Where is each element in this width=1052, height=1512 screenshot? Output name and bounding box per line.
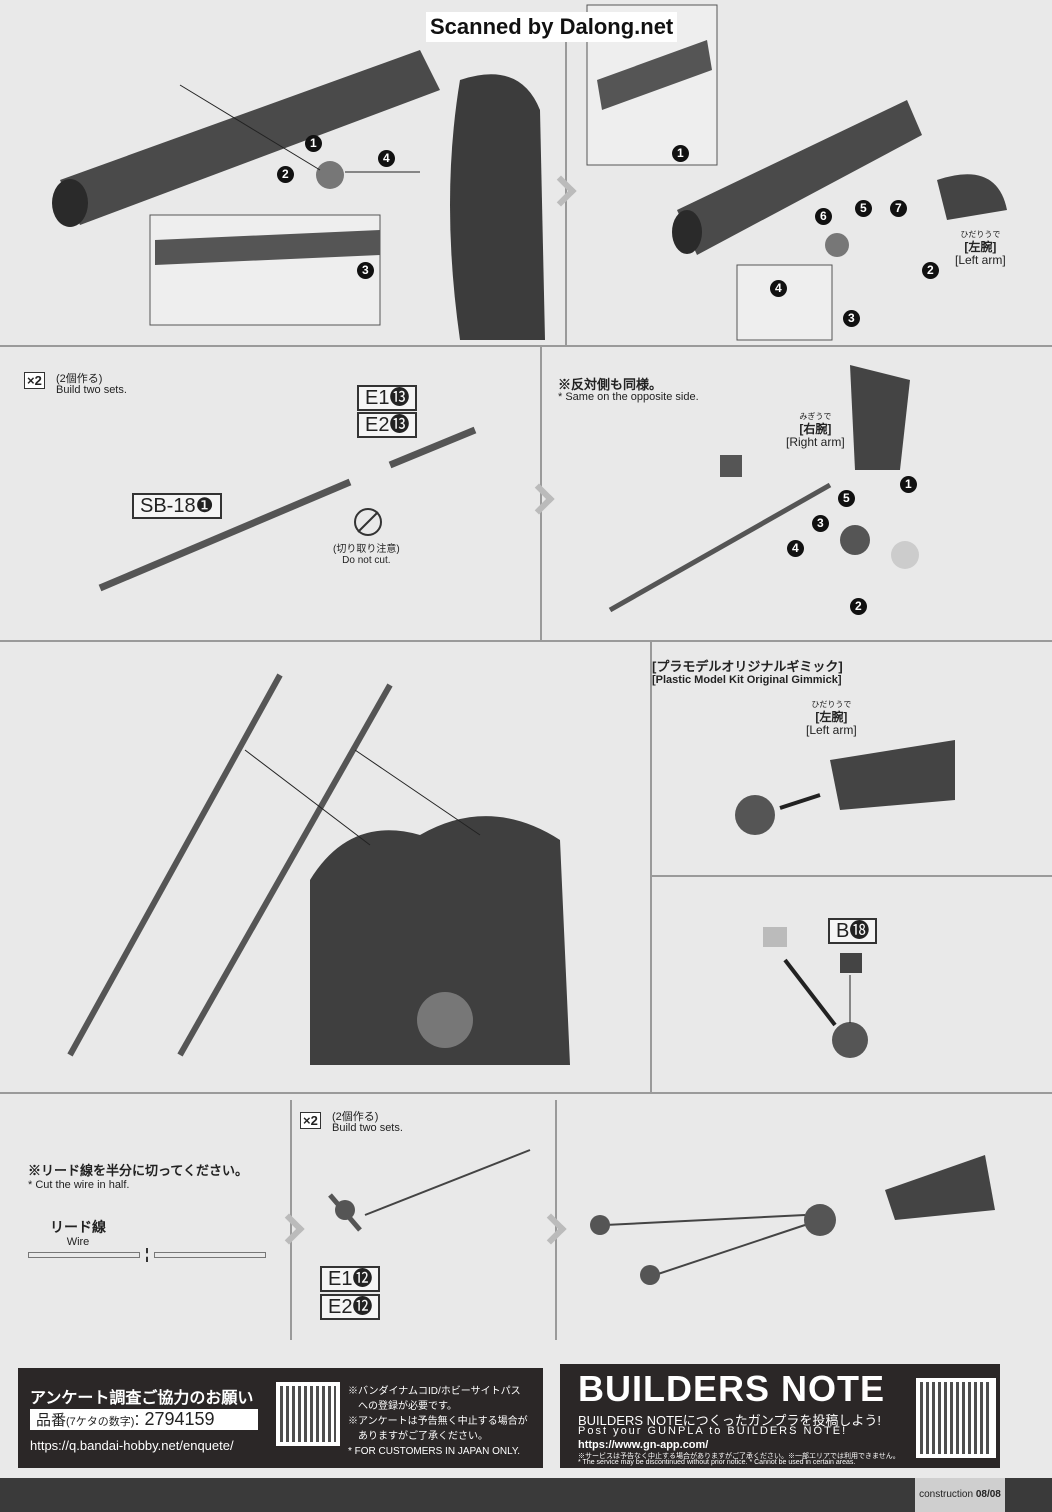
part-label: B⓲ [828, 918, 878, 944]
right-arm-label: みぎうで [右腕] [Right arm] [786, 412, 845, 449]
page-indicator: construction 08/08 [915, 1478, 1005, 1512]
builders-note-logo: BUILDERS NOTE [578, 1368, 886, 1409]
quantity-badge: ×2 [300, 1112, 321, 1129]
build-note-en: Build two sets. [56, 384, 127, 396]
bottom-band [1005, 1478, 1052, 1512]
bottom-band [0, 1478, 915, 1512]
divider [650, 640, 652, 1092]
divider [290, 1100, 292, 1340]
cut-wire-note-en: * Cut the wire in half. [28, 1179, 130, 1191]
wire-label: リード線 Wire [50, 1219, 106, 1249]
quantity-badge: ×2 [24, 372, 45, 389]
left-arm-bazooka-illustration [586, 4, 1007, 341]
build-note-en: Build two sets. [332, 1122, 403, 1134]
hand-swap-illustration [763, 927, 868, 1058]
divider [555, 1100, 557, 1340]
part-label: E2⓬ [320, 1294, 381, 1320]
builders-note-box: BUILDERS NOTE BUILDERS NOTEにつくったガンプラを投稿し… [560, 1364, 1000, 1468]
cut-wire-note-jp: ※リード線を半分に切ってください。 [28, 1163, 248, 1178]
part-label: E1⓭ [357, 385, 418, 411]
builders-note-url[interactable]: https://www.gn-app.com/ [578, 1439, 709, 1451]
bazooka-assembly-illustration [52, 50, 545, 341]
product-number-box: 品番(7ケタの数字): 2794159 [30, 1409, 258, 1430]
left-arm-label: ひだりうで [左腕] [Left arm] [806, 700, 857, 737]
divider [0, 640, 1052, 642]
builders-note-en: Post your GUNPLA to BUILDERS NOTE! [578, 1425, 848, 1437]
part-label: E1⓬ [320, 1266, 381, 1292]
same-side-note-jp: ※反対側も同様。 [558, 377, 663, 392]
survey-box: アンケート調査ご協力のお願い 品番(7ケタの数字): 2794159 https… [18, 1368, 543, 1468]
divider [650, 875, 1052, 877]
wire-half [28, 1252, 140, 1258]
builders-note-disclaimer-en: * The service may be discontinued withou… [578, 1459, 856, 1466]
build-note-jp: (2個作る) [332, 1111, 379, 1123]
rod-illustration [98, 426, 477, 592]
survey-url[interactable]: https://q.bandai-hobby.net/enquete/ [30, 1438, 234, 1453]
divider [540, 345, 542, 640]
divider [0, 1092, 1052, 1094]
connector-illustration [328, 1149, 531, 1232]
qr-code[interactable] [276, 1382, 340, 1446]
watermark: Scanned by Dalong.net [426, 12, 678, 42]
wire-connect-illustration [590, 1155, 995, 1285]
gimmick-title-jp: [プラモデルオリジナルギミック] [652, 659, 843, 674]
next-arrow-icon [273, 1213, 305, 1245]
survey-title: アンケート調査ご協力のお願い [30, 1390, 254, 1407]
wire-half [154, 1252, 266, 1258]
next-arrow-icon [523, 483, 555, 515]
qr-code[interactable] [916, 1378, 996, 1458]
left-arm-label: ひだりうで [左腕] [Left arm] [955, 230, 1006, 267]
builders-note-disclaimer-jp: ※サービスは予告なく中止する場合がありますがご了承ください。※一部エリアでは利用… [578, 1453, 900, 1460]
builders-note-jp: BUILDERS NOTEにつくったガンプラを投稿しよう! [578, 1413, 881, 1428]
build-note-jp: (2個作る) [56, 373, 103, 385]
survey-notes: ※バンダイナムコID/ホビーサイトパス への登録が必要です。※アンケートは予告無… [348, 1386, 528, 1457]
divider [0, 345, 1052, 347]
do-not-cut-note: (切り取り注意)Do not cut. [333, 544, 400, 566]
part-label: SB-18❶ [132, 493, 222, 519]
next-arrow-icon [535, 1213, 567, 1245]
right-arm-illustration [608, 365, 919, 613]
same-side-note-en: * Same on the opposite side. [558, 391, 699, 403]
part-label: E2⓭ [357, 412, 418, 438]
divider [565, 40, 567, 345]
cut-line [146, 1248, 148, 1262]
gimmick-title-en: [Plastic Model Kit Original Gimmick] [652, 674, 842, 686]
hand-removal-illustration [735, 740, 955, 835]
mobile-suit-rods-illustration [67, 673, 570, 1065]
